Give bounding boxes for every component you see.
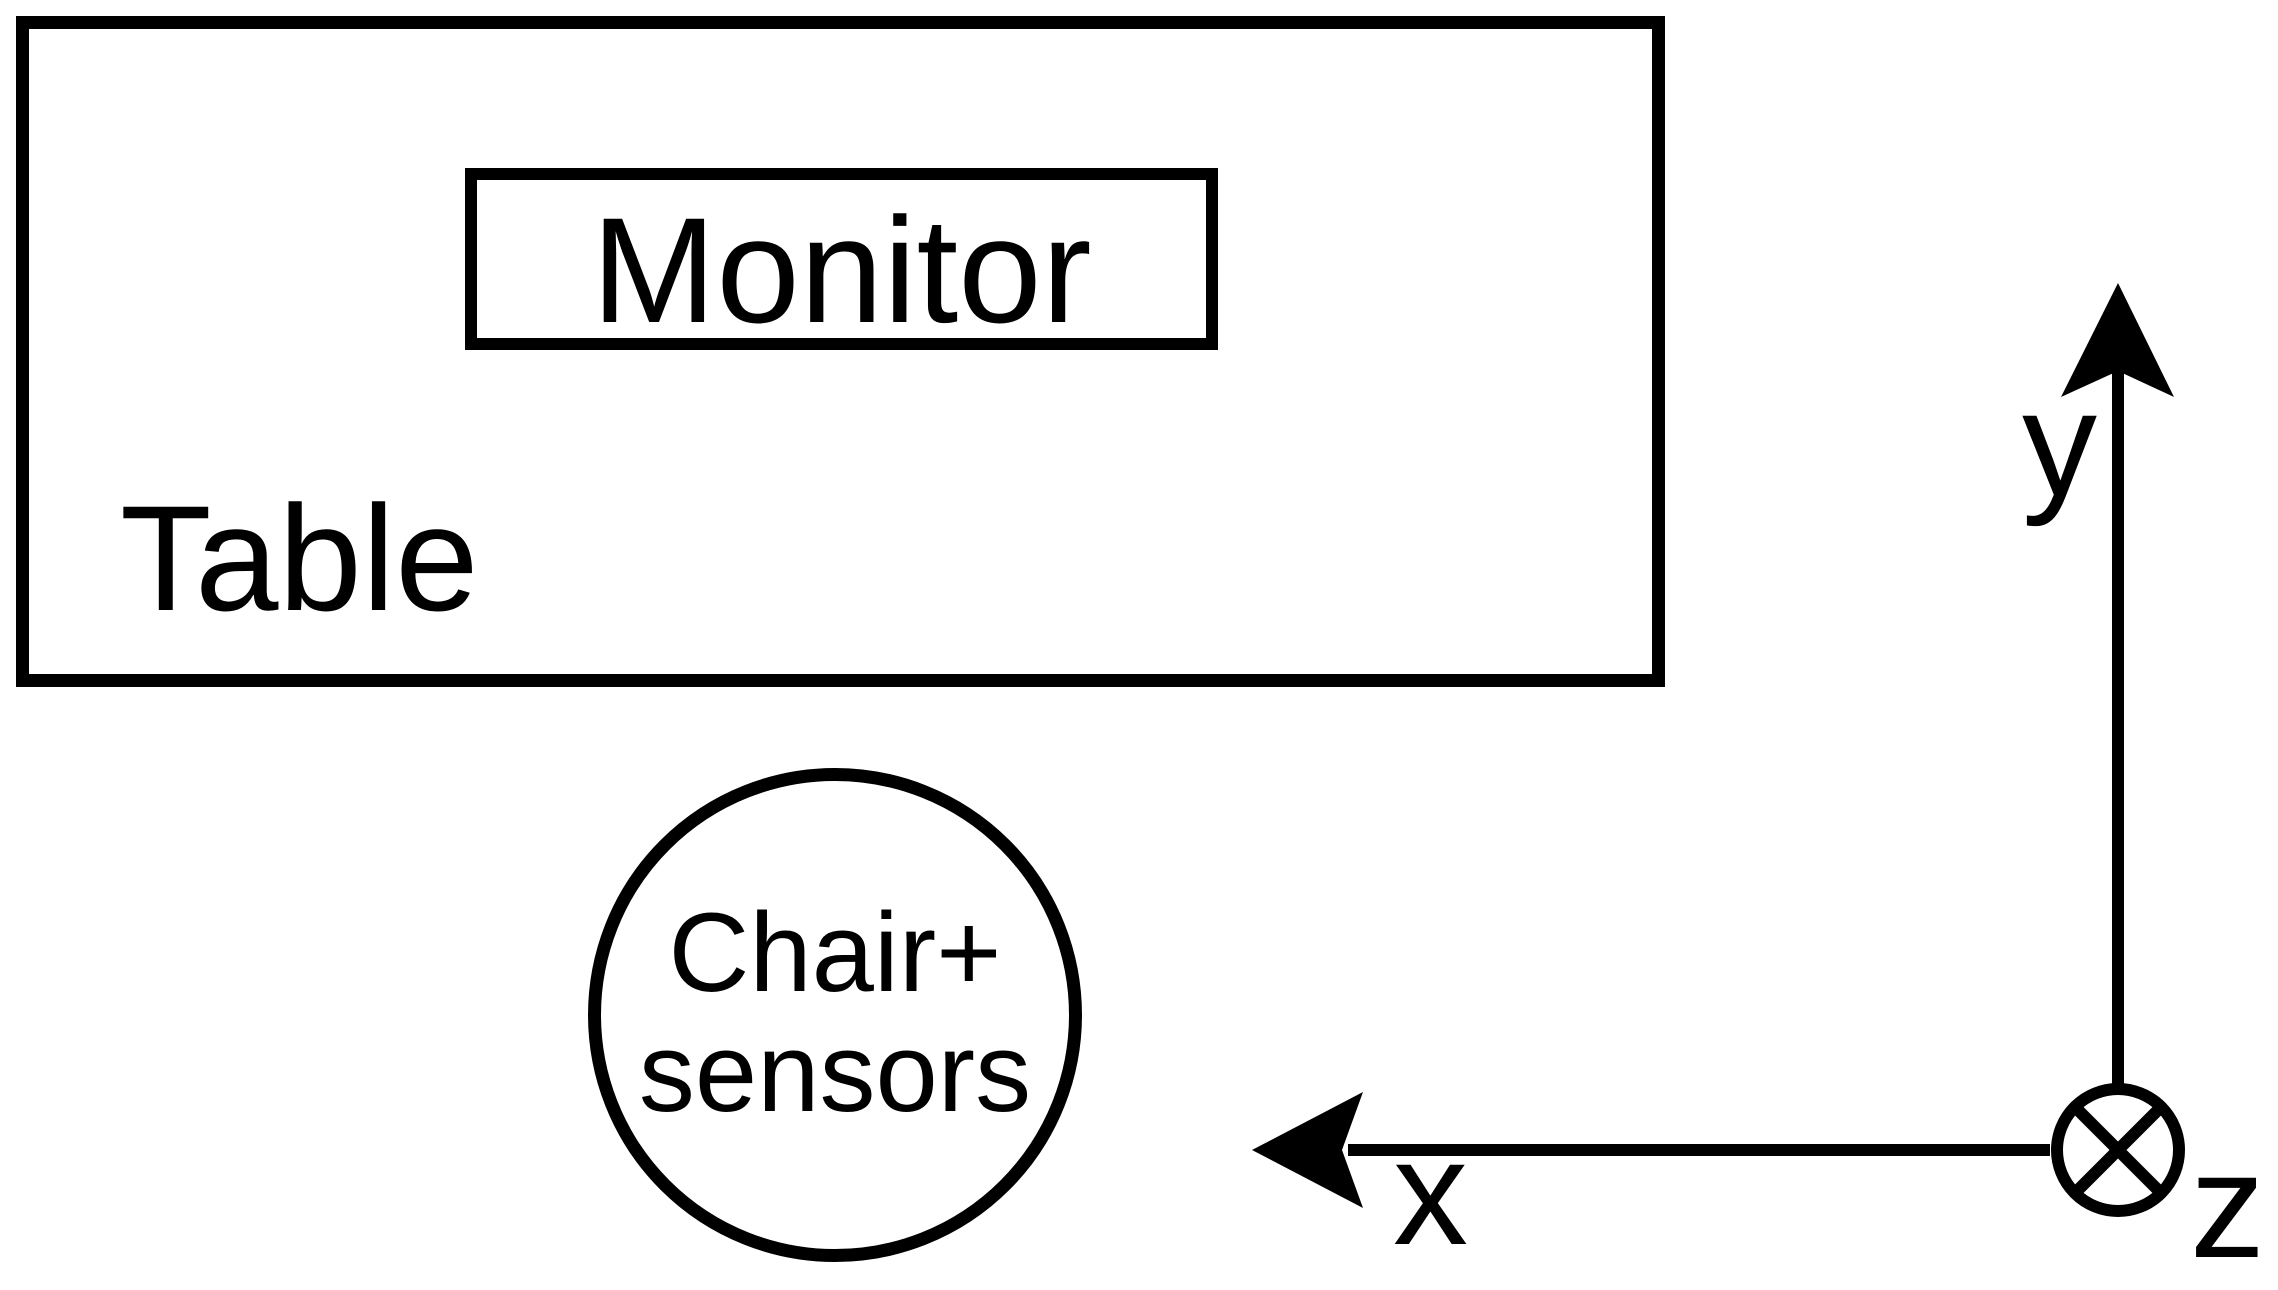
chair-label-line1: Chair+ xyxy=(668,890,1002,1015)
y-axis-arrow-icon xyxy=(2061,283,2174,397)
y-axis-label: y xyxy=(2022,359,2097,527)
table-outline xyxy=(16,16,1665,687)
x-axis-arrow-icon xyxy=(1252,1092,1363,1208)
z-into-page-icon xyxy=(2051,1083,2185,1217)
monitor-label: Monitor xyxy=(591,186,1092,354)
z-axis-label: z xyxy=(2190,1121,2265,1289)
monitor-box xyxy=(465,168,1218,350)
table-label: Table xyxy=(120,474,479,642)
x-axis-label: x xyxy=(1393,1108,1468,1276)
chair-label-line2: sensors xyxy=(638,1010,1032,1135)
